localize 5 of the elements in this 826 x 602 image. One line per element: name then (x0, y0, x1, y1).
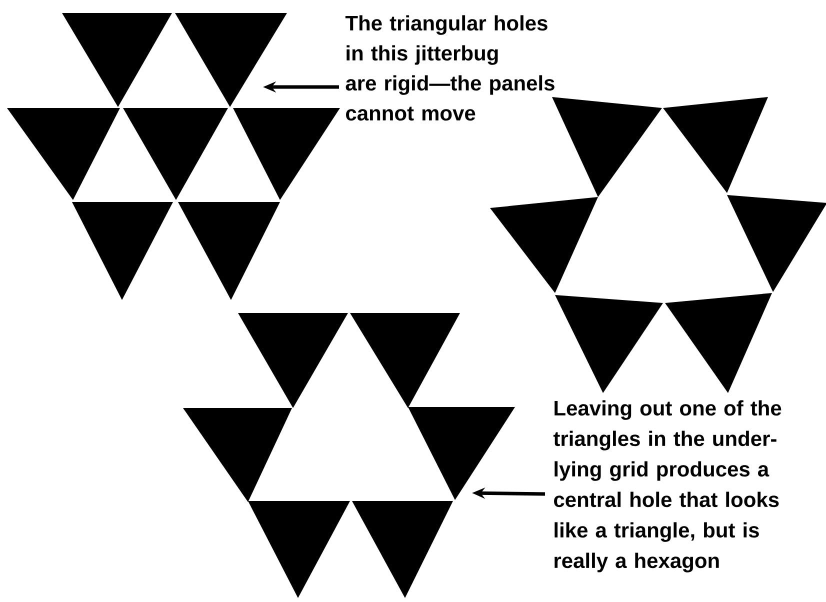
callout-text: The triangular holes in this jitterbug are rigid—the panels cannot move (345, 15, 554, 121)
callout-text: Leaving out one of the triangles in the under-lying grid produces a central hole that looks like a triangle, but is really a hexagon (553, 400, 782, 572)
triangle-grid-drawing (490, 97, 826, 393)
triangle-grid-drawing (183, 313, 515, 598)
triangle-grid-drawing (7, 13, 340, 300)
